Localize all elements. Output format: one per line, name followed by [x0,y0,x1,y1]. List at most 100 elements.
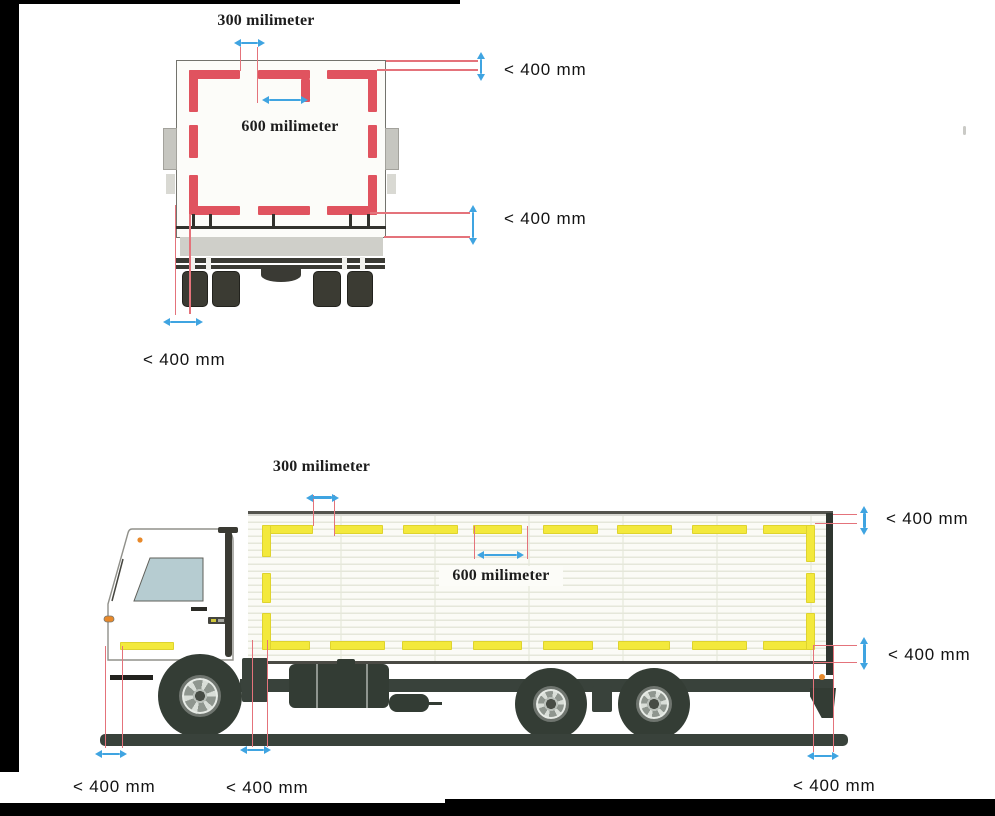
dim-line [377,69,478,71]
arrow-400mm-rear-top [479,59,483,74]
rear-hinge [192,214,195,226]
roof-marker-light [137,537,143,543]
yellow-tape-dash [692,641,747,650]
scan-bar-top [0,0,460,4]
rear-wheel-rim [533,686,569,722]
red-tape-dash [189,175,198,215]
dim-line [251,640,254,747]
yellow-tape-dash [763,641,812,650]
box-roof-strip [248,513,833,518]
rear-marker-light [819,674,825,680]
dim-line [256,47,259,103]
dim-line [312,495,315,526]
dim-line [812,645,815,752]
ground-bar [100,734,848,746]
arrow-600mm-side [484,553,517,556]
yellow-tape-dash [473,641,522,650]
red-tape-dash [189,206,240,215]
yellow-tape-dash [262,573,271,603]
rear-400mm-left-label: < 400 mm [143,350,226,369]
rear-side-tab-right [385,128,399,170]
dim-line [370,212,470,214]
fuel-tank-cap [337,659,355,666]
fuel-tank-strap [316,664,318,708]
yellow-tape-dash [806,613,815,650]
yellow-tape-dash [543,641,593,650]
rear-wheel [347,271,373,307]
yellow-tape-dash [265,525,313,534]
red-tape-dash [258,206,310,215]
dim-line [814,644,857,647]
yellow-tape-dash [617,525,672,534]
red-tape-dash [189,70,240,79]
dim-line [239,47,242,71]
rear-side-tab-left-lower [166,174,175,194]
rear-tailgate-line [176,226,386,229]
arrow-400mm-side-top [863,513,866,528]
door-handle [191,607,207,611]
dim-line [832,645,835,752]
rear-differential [261,268,301,282]
scan-speck [963,126,966,135]
arrow-600mm-rear [269,98,301,101]
rear-wheel-rim [636,686,672,722]
rear-400mm-top-label: < 400 mm [504,60,587,79]
yellow-tape-dash [330,641,385,650]
yellow-tape-dash [806,573,815,603]
mirror-cap [218,527,238,533]
cab-step-trim [110,675,153,680]
yellow-tape-dash [265,641,310,650]
rear-chassis-gap [190,257,195,270]
yellow-tape-dash [692,525,747,534]
rear-side-tab-left [163,128,177,170]
rear-side-tab-right-lower [387,174,396,194]
fuel-tank-strap [366,664,368,708]
scan-bar-bottom-right [445,799,995,816]
rear-hinge [272,214,275,226]
box-roof-edge [248,511,833,514]
rear-400mm-bottom-label: < 400 mm [504,209,587,228]
rear-bumper [180,237,383,256]
red-tape-dash [368,175,377,215]
rear-hinge [349,214,352,226]
red-tape-dash [189,125,198,158]
rear-wheel [212,271,240,307]
rear-chassis-gap [206,257,211,270]
red-tape-dash [368,125,377,158]
red-tape-dash [327,70,377,79]
yellow-tape-dash [262,613,271,650]
red-tape-dash [368,70,377,112]
side-400mm-top-label: < 400 mm [886,509,969,528]
rear-600mm-label: 600 milimeter [241,118,339,135]
dim-line [386,60,478,62]
front-wheel-rim [179,675,221,717]
dim-line [189,214,191,314]
yellow-tape-dash [262,525,271,557]
box-bottom-edge [248,661,833,664]
model-badge-text [211,619,216,622]
red-tape-dash [258,70,310,79]
side-turn-signal [103,615,115,623]
side-400mm-cabbox-label: < 400 mm [226,778,309,797]
rear-chassis-gap [360,257,365,270]
side-400mm-rear-label: < 400 mm [793,776,876,795]
yellow-tape-dash [334,525,383,534]
muffler-pipe [428,702,442,705]
rear-300mm-label: 300 milimeter [217,12,315,29]
mirror-stack [225,531,232,657]
dim-line [473,526,476,559]
side-400mm-mid-label: < 400 mm [888,645,971,664]
yellow-tape-dash [403,525,458,534]
model-badge-text [218,619,224,622]
rear-wheel [313,271,341,307]
box-rear-post [826,513,833,675]
cab-wiper [111,558,124,602]
arrow-400mm-cab-box [247,748,264,751]
yellow-tape-dash [618,641,670,650]
rear-hinge [367,214,370,226]
rear-chassis-bar [176,258,385,263]
arrow-400mm-rear-left [170,321,196,324]
yellow-tape-dash [763,525,812,534]
dim-line [814,661,857,664]
